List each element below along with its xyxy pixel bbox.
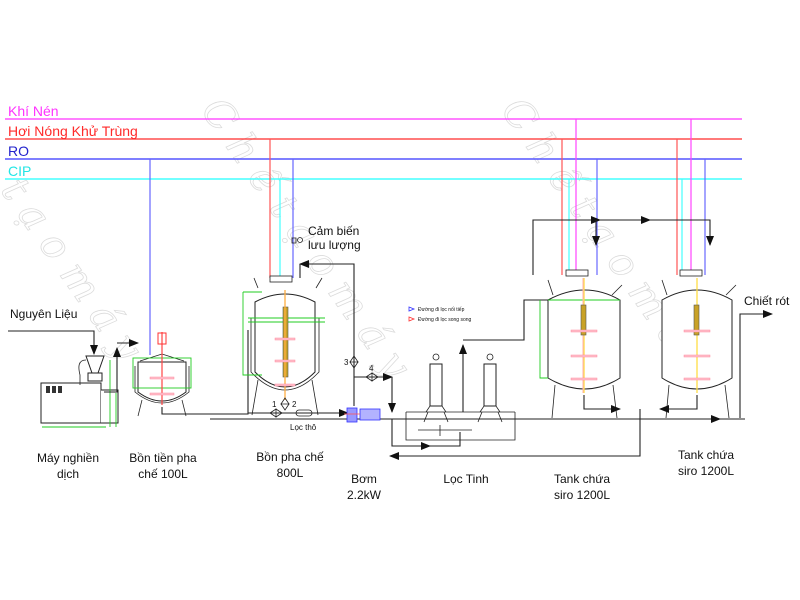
pre-mix-tank-100l — [132, 332, 192, 417]
label-pump-2: 2.2kW — [347, 488, 382, 502]
valve-2[interactable]: 2 — [280, 397, 297, 411]
svg-text:1: 1 — [272, 400, 277, 409]
utility-headers: Khí Nén Hơi Nóng Khử Trùng RO CIP — [5, 103, 742, 180]
grinder-to-pretank-pipe — [104, 347, 121, 393]
utility-drops — [149, 119, 706, 355]
label-syrup-tank-1-1: Tank chứa — [554, 472, 610, 486]
header-label-cip: CIP — [8, 163, 31, 179]
svg-text:3: 3 — [344, 358, 349, 367]
raw-material-pipe — [8, 330, 98, 355]
label-grinder-1: Máy nghiền — [37, 451, 99, 465]
svg-text:t ạ o m á y: t ạ o m á y — [0, 169, 152, 370]
pretank-to-mixtank-pipe — [161, 330, 249, 415]
coarse-filter-label: Lọc thô — [290, 423, 317, 432]
label-fine-filter: Lọc Tinh — [443, 472, 488, 486]
svg-text:4: 4 — [369, 364, 374, 373]
equipment-labels: Máy nghiền dịch Bồn tiền pha chế 100L Bồ… — [37, 448, 734, 502]
tank-outlet-pipe — [583, 395, 621, 413]
label-pretank-2: chế 100L — [138, 467, 188, 481]
filling-label: Chiết rót — [744, 294, 790, 308]
header-label-khi-nen: Khí Nén — [8, 103, 59, 119]
flow-sensor-label-2: lưu lượng — [308, 238, 361, 252]
syrup-tank-2 — [661, 269, 737, 419]
syrup-tank-1 — [539, 269, 623, 419]
return-pipe — [389, 426, 641, 460]
valve-3[interactable]: 3 — [344, 355, 359, 369]
label-pretank-1: Bồn tiền pha — [129, 451, 197, 465]
header-label-ro: RO — [8, 143, 29, 159]
label-grinder-2: dịch — [57, 467, 79, 481]
label-mixtank-2: 800L — [277, 466, 304, 480]
filter-legend: Đường đi lọc nối tiếp Đường đi lọc song … — [408, 306, 472, 323]
valve-4[interactable]: 4 — [365, 364, 379, 382]
flow-sensor-label-1: Cảm biến — [308, 224, 359, 238]
label-syrup-tank-2-1: Tank chứa — [678, 448, 734, 462]
raw-material-label: Nguyên Liệu — [10, 307, 77, 321]
svg-text:2: 2 — [292, 400, 297, 409]
fine-filter-unit — [405, 353, 516, 441]
recirculation-pipe — [299, 260, 355, 406]
svg-text:Đường đi lọc nối tiếp: Đường đi lọc nối tiếp — [418, 307, 465, 313]
flow-sensor-icon — [291, 237, 303, 244]
label-pump-1: Bơm — [351, 472, 377, 486]
label-syrup-tank-1-2: siro 1200L — [554, 488, 610, 502]
label-mixtank-1: Bồn pha chế — [256, 450, 324, 464]
filling-output-pipe — [739, 310, 773, 418]
grinder-machine — [40, 355, 119, 428]
svg-text:Đường đi lọc song song: Đường đi lọc song song — [418, 317, 472, 323]
valve-1[interactable]: 1 — [269, 400, 283, 418]
mix-tank-800l — [242, 275, 325, 416]
pump-2-2kw — [344, 407, 381, 423]
header-label-hoi-nong: Hơi Nóng Khử Trùng — [8, 123, 138, 139]
label-syrup-tank-2-2: siro 1200L — [678, 464, 734, 478]
tank-feed-header — [532, 216, 601, 275]
